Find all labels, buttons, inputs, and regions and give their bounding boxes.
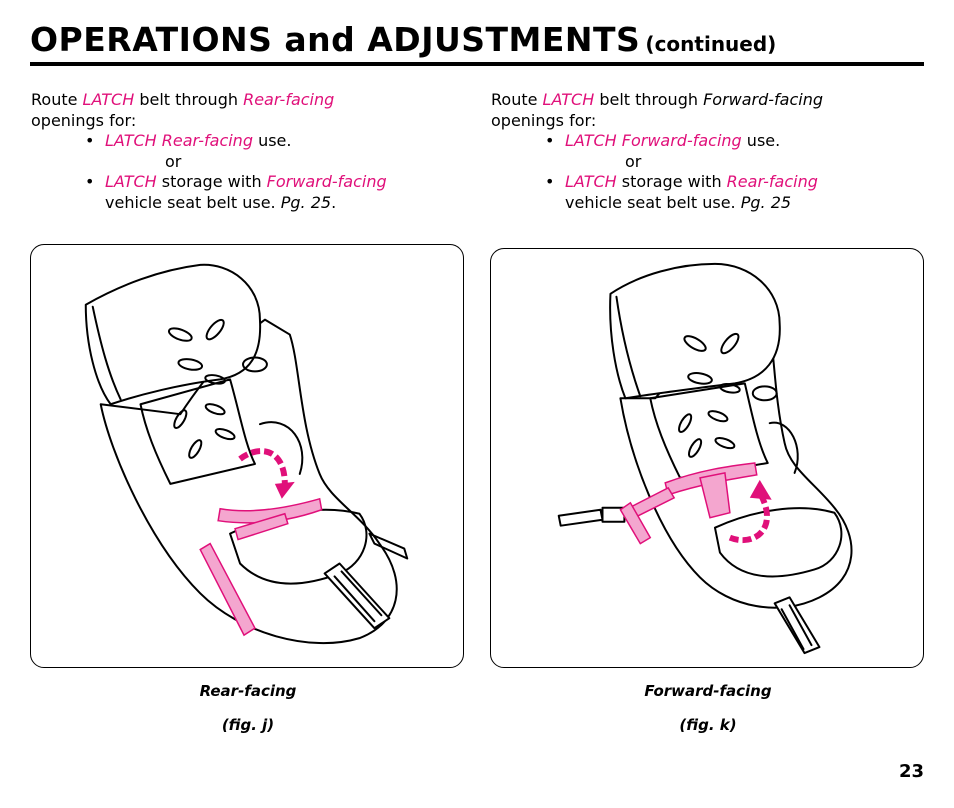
latch-belt <box>199 497 323 637</box>
caption-right: Forward-facing (fig. k) <box>608 682 808 734</box>
caption-right-title: Forward-facing <box>644 682 772 700</box>
route-arrow <box>728 491 770 544</box>
headrest <box>609 262 781 400</box>
figure-j-frame <box>30 244 464 668</box>
seat-cushion <box>713 507 843 578</box>
or-separator: or <box>165 151 182 171</box>
route-arrow <box>238 448 288 484</box>
caption-right-fig: (fig. k) <box>679 716 737 734</box>
mode-term: Rear-facing <box>243 90 335 109</box>
caption-left: Rear-facing (fig. j) <box>148 682 348 734</box>
latch-belt <box>619 462 758 545</box>
rear-facing-seat-illustration <box>84 263 409 645</box>
back-cushion <box>649 382 769 479</box>
left-route-line: Route LATCH belt through Rear-facing <box>31 90 335 109</box>
bullet-dot: • <box>545 131 555 150</box>
page-reference: Pg. 25 <box>740 192 792 212</box>
base-strap <box>323 562 391 630</box>
seat-shell <box>99 318 398 645</box>
caption-left-fig: (fig. j) <box>221 716 275 734</box>
page-number: 23 <box>898 761 924 782</box>
bullet-item: • LATCH storage with Rear-facing <box>545 172 818 191</box>
openings-label: openings for: <box>31 110 137 130</box>
openings-label: openings for: <box>491 110 597 130</box>
figure-k-frame <box>490 248 924 668</box>
forward-facing-seat-illustration <box>557 262 853 655</box>
back-cushion <box>139 378 256 485</box>
bullet-continuation: vehicle seat belt use. Pg. 25 <box>565 192 792 212</box>
bullet-dot: • <box>85 131 95 150</box>
latch-term: LATCH <box>542 90 595 109</box>
page-title-main: OPERATIONS and ADJUSTMENTS <box>30 20 641 59</box>
bullet-dot: • <box>85 172 95 191</box>
latch-term: LATCH <box>82 90 135 109</box>
bullet-item: • LATCH storage with Forward-facing <box>85 172 387 191</box>
page-reference: Pg. 25 <box>280 192 332 212</box>
page-title: OPERATIONS and ADJUSTMENTS (continued) <box>30 20 924 66</box>
or-separator: or <box>625 151 642 171</box>
caption-left-title: Rear-facing <box>199 682 297 700</box>
bullet-dot: • <box>545 172 555 191</box>
mode-term: Forward-facing <box>703 90 824 109</box>
bullet-continuation: vehicle seat belt use. Pg. 25. <box>105 192 337 212</box>
left-instructions: Route LATCH belt through Rear-facing ope… <box>31 90 451 213</box>
right-route-line: Route LATCH belt through Forward-facing <box>491 90 824 109</box>
page-title-sub: (continued) <box>645 32 777 56</box>
bullet-item: • LATCH Rear-facing use. <box>85 131 292 150</box>
right-instructions: Route LATCH belt through Forward-facing … <box>491 90 911 213</box>
bullet-item: • LATCH Forward-facing use. <box>545 131 781 150</box>
